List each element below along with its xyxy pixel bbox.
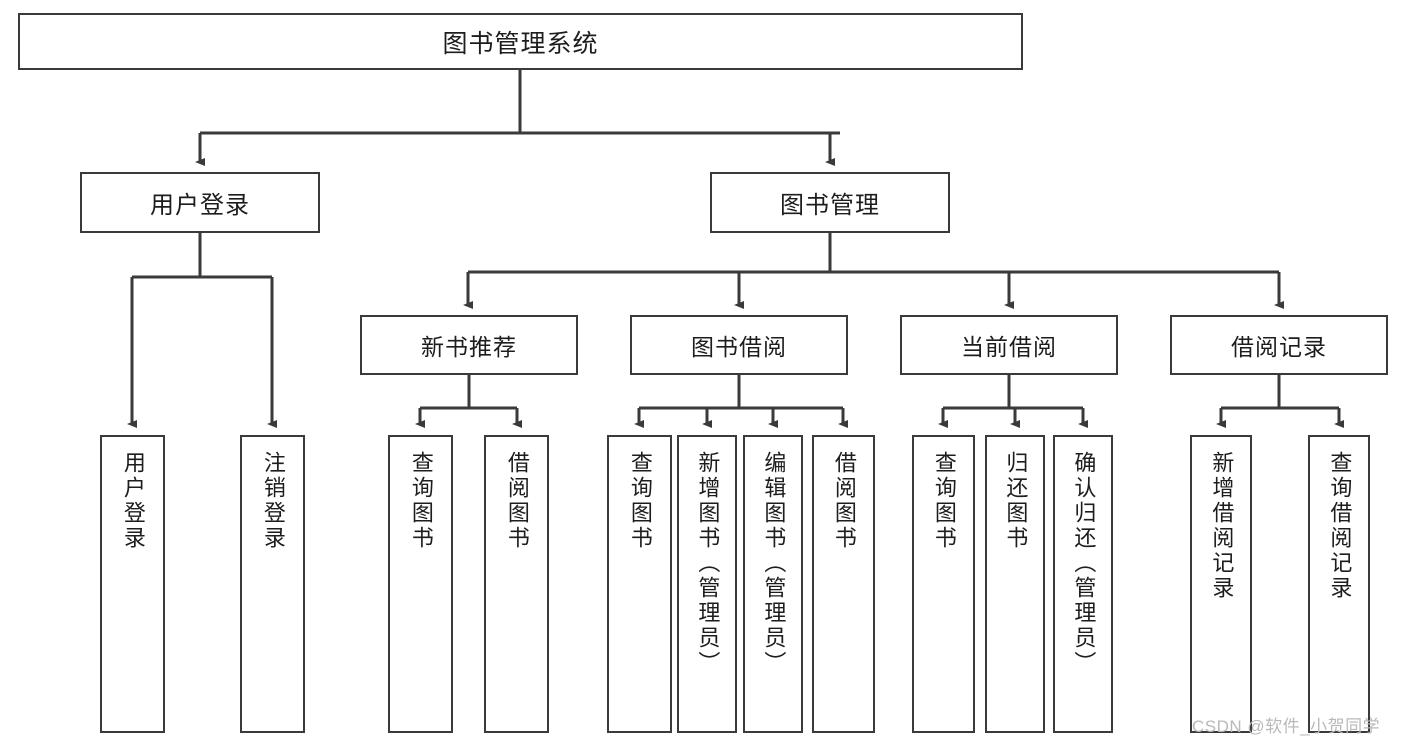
node-leaf-confirm-return-label: 确认归还（管理员） bbox=[1071, 451, 1097, 676]
node-leaf-query-book-3[interactable]: 查询图书 bbox=[912, 435, 975, 733]
node-root-label: 图书管理系统 bbox=[442, 29, 599, 58]
node-borrow-record-label: 借阅记录 bbox=[1231, 334, 1327, 360]
node-current-borrow-label: 当前借阅 bbox=[961, 334, 1057, 360]
node-borrow-record[interactable]: 借阅记录 bbox=[1170, 315, 1388, 375]
watermark: CSDN @软件_小贺同学 bbox=[1192, 717, 1381, 736]
node-leaf-user-logout[interactable]: 注销登录 bbox=[240, 435, 305, 733]
node-leaf-borrow-book-1[interactable]: 借阅图书 bbox=[484, 435, 549, 733]
node-leaf-borrow-book-1-label: 借阅图书 bbox=[504, 451, 530, 551]
node-leaf-query-book-1-label: 查询图书 bbox=[408, 451, 434, 551]
node-new-book-recommend[interactable]: 新书推荐 bbox=[360, 315, 578, 375]
node-leaf-add-record-label: 新增借阅记录 bbox=[1209, 451, 1235, 601]
node-leaf-query-record-label: 查询借阅记录 bbox=[1327, 451, 1353, 601]
node-leaf-add-book[interactable]: 新增图书（管理员） bbox=[677, 435, 737, 733]
node-user-login[interactable]: 用户登录 bbox=[80, 172, 320, 233]
node-leaf-add-record[interactable]: 新增借阅记录 bbox=[1190, 435, 1252, 733]
node-leaf-edit-book-label: 编辑图书（管理员） bbox=[761, 451, 787, 676]
node-book-manage[interactable]: 图书管理 bbox=[710, 172, 950, 233]
node-leaf-return-book-label: 归还图书 bbox=[1003, 451, 1029, 551]
node-leaf-query-book-2[interactable]: 查询图书 bbox=[607, 435, 672, 733]
node-book-borrow-label: 图书借阅 bbox=[691, 334, 787, 360]
node-leaf-user-login-label: 用户登录 bbox=[120, 451, 146, 551]
node-leaf-user-login[interactable]: 用户登录 bbox=[100, 435, 165, 733]
node-leaf-edit-book[interactable]: 编辑图书（管理员） bbox=[743, 435, 803, 733]
node-leaf-user-logout-label: 注销登录 bbox=[260, 451, 286, 551]
node-leaf-query-book-1[interactable]: 查询图书 bbox=[388, 435, 453, 733]
node-user-login-label: 用户登录 bbox=[150, 192, 250, 219]
node-new-book-recommend-label: 新书推荐 bbox=[421, 334, 517, 360]
node-leaf-return-book[interactable]: 归还图书 bbox=[985, 435, 1045, 733]
node-leaf-query-book-2-label: 查询图书 bbox=[627, 451, 653, 551]
node-leaf-add-book-label: 新增图书（管理员） bbox=[695, 451, 721, 676]
node-leaf-borrow-book-2[interactable]: 借阅图书 bbox=[812, 435, 875, 733]
node-current-borrow[interactable]: 当前借阅 bbox=[900, 315, 1118, 375]
node-leaf-borrow-book-2-label: 借阅图书 bbox=[831, 451, 857, 551]
node-leaf-query-record[interactable]: 查询借阅记录 bbox=[1308, 435, 1370, 733]
node-root[interactable]: 图书管理系统 bbox=[18, 13, 1023, 70]
node-book-manage-label: 图书管理 bbox=[780, 192, 880, 219]
node-leaf-query-book-3-label: 查询图书 bbox=[931, 451, 957, 551]
node-book-borrow[interactable]: 图书借阅 bbox=[630, 315, 848, 375]
node-leaf-confirm-return[interactable]: 确认归还（管理员） bbox=[1053, 435, 1113, 733]
